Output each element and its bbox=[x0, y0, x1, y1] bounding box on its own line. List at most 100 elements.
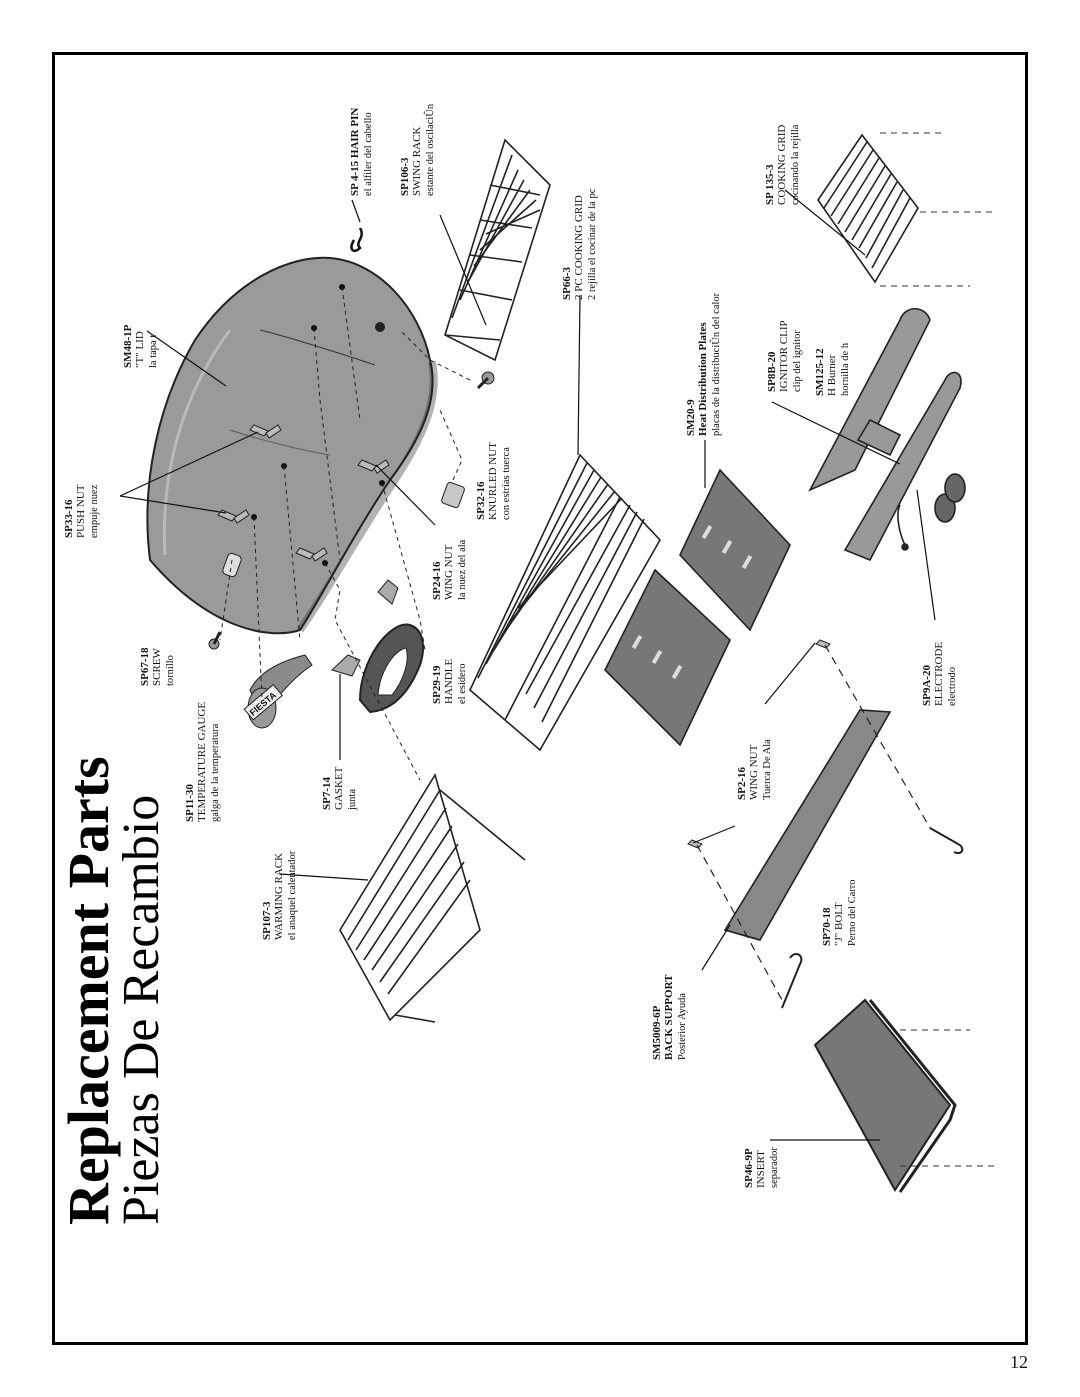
title-block: Replacement Parts Piezas De Recambio bbox=[56, 756, 170, 1225]
svg-text:SP24-16: SP24-16 bbox=[431, 561, 443, 600]
label-gasket: SP7-14 GASKET junta bbox=[321, 766, 358, 811]
label-j-bolt: SP70-18 "J" BOLT Perno del Carro bbox=[821, 880, 858, 946]
hair-pin-illustration bbox=[350, 227, 363, 252]
back-support-illustration bbox=[723, 709, 892, 941]
label-screw: SP67-18 SCREW tornillo bbox=[139, 647, 176, 686]
label-wing-nut-2: SP2-16 WING NUT Tuerca De Ala bbox=[736, 739, 773, 800]
title-english: Replacement Parts bbox=[56, 756, 121, 1225]
label-electrode: SP9A-20 ELECTRODE electrodo bbox=[921, 642, 958, 706]
h-burner-illustration bbox=[808, 307, 966, 562]
hair-pin-es: el alfiler del cabello bbox=[363, 112, 374, 196]
svg-text:estante del oscilaciÛn: estante del oscilaciÛn bbox=[424, 103, 436, 196]
svg-text:HANDLE: HANDLE bbox=[443, 659, 455, 704]
svg-text:la tapa t: la tapa t bbox=[148, 335, 159, 368]
assembly-dashed-lines bbox=[219, 286, 471, 781]
label-t-lid: SM48-1P "T" LID la tapa t bbox=[122, 324, 159, 368]
back-support-guides bbox=[696, 644, 931, 1001]
svg-text:junta: junta bbox=[347, 789, 358, 811]
label-handle: SP29-19 HANDLE el esidero bbox=[431, 659, 468, 704]
svg-text:SP33-16: SP33-16 bbox=[63, 499, 75, 538]
insert-guides bbox=[900, 1029, 995, 1167]
svg-text:WARMING RACK: WARMING RACK bbox=[273, 853, 285, 940]
knurled-nut-illustration bbox=[441, 481, 465, 509]
svg-text:el anaquel calentador: el anaquel calentador bbox=[287, 850, 298, 940]
svg-text:tornillo: tornillo bbox=[165, 655, 176, 686]
svg-text:SP7-14: SP7-14 bbox=[321, 777, 333, 811]
svg-text:con estrías tuerca: con estrías tuerca bbox=[501, 447, 512, 520]
svg-text:SP32-16: SP32-16 bbox=[475, 481, 487, 520]
label-wing-nut-24: SP24-16 WING NUT la nuez del ala bbox=[431, 539, 468, 600]
svg-text:galga de la temperatura: galga de la temperatura bbox=[210, 723, 221, 822]
title-spanish: Piezas De Recambio bbox=[113, 795, 170, 1225]
swing-rack-illustration bbox=[444, 138, 551, 362]
label-hair-pin: SP 4-15 HAIR PIN el alfiler del cabello bbox=[349, 108, 374, 196]
svg-text:Posterior Ayuda: Posterior Ayuda bbox=[677, 993, 688, 1060]
page-frame bbox=[52, 52, 1028, 1345]
svg-text:INSERT: INSERT bbox=[755, 1150, 767, 1188]
insert-illustration bbox=[813, 998, 957, 1193]
label-back-support: SM5009-6P BACK SUPPORT Posterior Ayuda bbox=[651, 974, 688, 1060]
cooking-grid-guides bbox=[880, 132, 995, 287]
svg-text:SP2-16: SP2-16 bbox=[736, 767, 748, 801]
svg-text:cocinando la rejilla: cocinando la rejilla bbox=[790, 124, 801, 205]
svg-text:PUSH NUT: PUSH NUT bbox=[75, 484, 87, 538]
svg-text:Tuerca De Ala: Tuerca De Ala bbox=[762, 739, 773, 800]
label-insert: SP46-9P INSERT separador bbox=[743, 1147, 780, 1188]
svg-text:placas de la distribuciÛn del: placas de la distribuciÛn del calor bbox=[710, 292, 722, 436]
label-2pc-grid: SP66-3 2 PC COOKING GRID 2 rejilla el co… bbox=[561, 188, 598, 300]
svg-text:COOKING GRID: COOKING GRID bbox=[776, 125, 788, 205]
svg-text:H Burner: H Burner bbox=[826, 354, 838, 396]
svg-text:"T" LID: "T" LID bbox=[134, 331, 146, 368]
t-lid-illustration bbox=[146, 256, 438, 635]
svg-text:SM48-1P: SM48-1P bbox=[122, 324, 134, 368]
svg-text:TEMPERATURE GAUGE: TEMPERATURE GAUGE bbox=[196, 702, 208, 822]
heat-plates-illustration bbox=[604, 468, 791, 747]
label-heat-plates: SM20-9 Heat Distribution Plates placas d… bbox=[685, 292, 722, 436]
svg-text:SP67-18: SP67-18 bbox=[139, 647, 151, 686]
svg-text:SP8B-20: SP8B-20 bbox=[766, 351, 778, 392]
two-pc-grid-illustration bbox=[469, 453, 661, 752]
svg-text:SP46-9P: SP46-9P bbox=[743, 1148, 755, 1188]
svg-text:SWING RACK: SWING RACK bbox=[411, 127, 423, 196]
svg-text:hornilla de h: hornilla de h bbox=[840, 342, 851, 396]
svg-text:SP 135-3: SP 135-3 bbox=[764, 164, 776, 205]
label-warming-rack: SP107-3 WARMING RACK el anaquel calentad… bbox=[261, 850, 298, 940]
svg-text:Heat Distribution Plates: Heat Distribution Plates bbox=[697, 322, 709, 436]
page-number: 12 bbox=[1010, 1352, 1028, 1372]
label-temp-gauge: SP11-30 TEMPERATURE GAUGE galga de la te… bbox=[184, 702, 221, 822]
leader-lines bbox=[119, 189, 936, 1141]
push-nut-illustration bbox=[222, 552, 242, 578]
svg-text:"J" BOLT: "J" BOLT bbox=[833, 902, 845, 946]
svg-text:empuje nuez: empuje nuez bbox=[89, 484, 100, 538]
svg-text:electrodo: electrodo bbox=[947, 667, 958, 706]
svg-text:el esidero: el esidero bbox=[457, 663, 468, 704]
svg-text:SM5009-6P: SM5009-6P bbox=[651, 1005, 663, 1060]
svg-text:KNURLED NUT: KNURLED NUT bbox=[487, 442, 499, 520]
electrode-illustration bbox=[897, 504, 909, 551]
svg-text:2 rejilla el cocinar de la pc: 2 rejilla el cocinar de la pc bbox=[587, 188, 598, 300]
svg-text:ELECTRODE: ELECTRODE bbox=[933, 642, 945, 706]
j-bolt-illustration bbox=[781, 827, 964, 1009]
screw-illustration bbox=[208, 631, 222, 650]
temperature-gauge-illustration: FIESTA bbox=[243, 654, 313, 729]
label-cooking-grid: SP 135-3 COOKING GRID cocinando la rejil… bbox=[764, 124, 801, 205]
svg-text:separador: separador bbox=[769, 1147, 780, 1188]
svg-text:WING NUT: WING NUT bbox=[748, 744, 760, 800]
svg-text:SP9A-20: SP9A-20 bbox=[921, 665, 933, 706]
svg-text:SP11-30: SP11-30 bbox=[184, 784, 196, 822]
label-push-nut: SP33-16 PUSH NUT empuje nuez bbox=[63, 484, 100, 538]
svg-text:IGNITOR CLIP: IGNITOR CLIP bbox=[778, 320, 790, 392]
svg-text:2 PC COOKING GRID: 2 PC COOKING GRID bbox=[573, 195, 585, 300]
svg-text:SP70-18: SP70-18 bbox=[821, 907, 833, 946]
svg-text:WING NUT: WING NUT bbox=[443, 544, 455, 600]
label-ignitor-clip: SP8B-20 IGNITOR CLIP clip del ignitor bbox=[766, 320, 803, 392]
svg-text:la nuez del ala: la nuez del ala bbox=[457, 539, 468, 600]
label-knurled-nut: SP32-16 KNURLED NUT con estrías tuerca bbox=[475, 442, 512, 520]
handle-illustration bbox=[358, 623, 424, 714]
label-h-burner: SM125-12 H Burner hornilla de h bbox=[814, 342, 851, 396]
svg-text:GASKET: GASKET bbox=[333, 766, 345, 810]
warming-rack-illustration bbox=[339, 773, 526, 1023]
svg-text:SP107-3: SP107-3 bbox=[261, 901, 273, 940]
lid-screw-illustration bbox=[476, 371, 495, 390]
